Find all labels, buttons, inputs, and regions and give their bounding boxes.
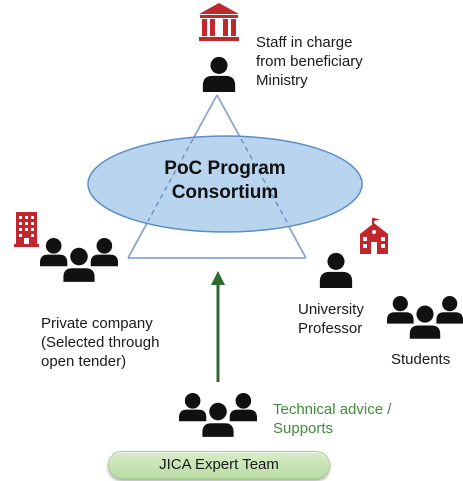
jica-group-icon [179,393,257,437]
staff-label-line-1: Staff in charge [256,34,353,51]
consortium-ellipse [87,135,363,233]
private-label-line-2: (Selected through [41,334,160,351]
jica-expert-team-button[interactable]: JICA Expert Team [108,451,330,479]
technical-label-line-1: Technical advice / [273,401,392,418]
staff-person-icon [202,56,236,92]
triangle-dashed-overlay [147,138,288,223]
government-building-icon [199,3,239,41]
students-label: Students [391,351,451,368]
support-arrow [211,271,225,382]
private-company-group-icon [40,238,118,282]
university-label-line-2: Professor [298,320,363,337]
professor-person-icon [319,252,353,288]
technical-advice-label: Technical advice / Supports [273,400,391,438]
private-label-line-1: Private company [41,315,153,332]
university-label-line-1: University [298,301,364,318]
office-building-icon [14,212,39,247]
private-company-label: Private company (Selected through open t… [41,314,159,371]
staff-label-line-2: from beneficiary [256,53,363,70]
private-label-line-3: open tender) [41,353,127,370]
school-building-icon [360,218,388,254]
technical-label-line-2: Supports [273,420,334,437]
students-group-icon [387,296,463,339]
university-label: University Professor [298,300,364,338]
staff-label-line-3: Ministry [256,72,308,89]
staff-label: Staff in charge from beneficiary Ministr… [256,33,363,90]
